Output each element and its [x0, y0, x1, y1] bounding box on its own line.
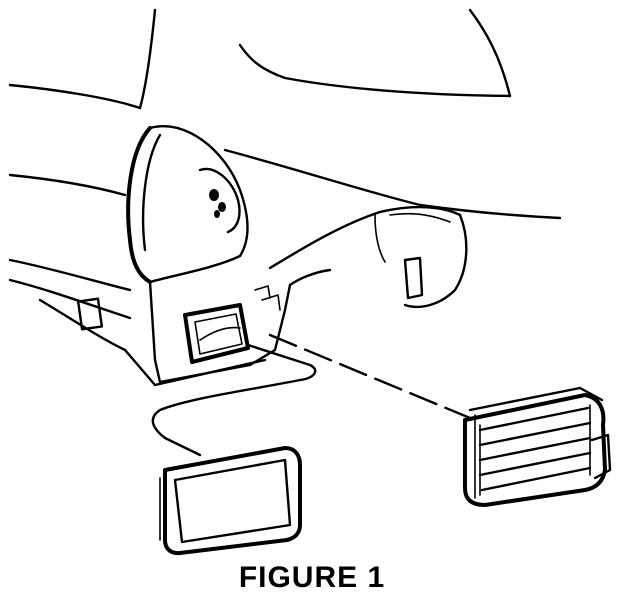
figure-caption: FIGURE 1 — [238, 561, 386, 594]
cover-plate — [159, 446, 302, 556]
car-body — [8, 8, 562, 387]
vent-grille — [463, 386, 612, 507]
leader-lines — [151, 333, 472, 457]
